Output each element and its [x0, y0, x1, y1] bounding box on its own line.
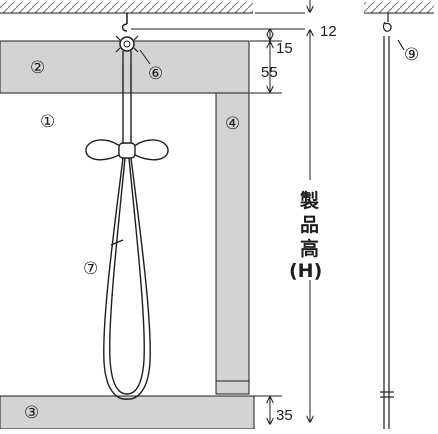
dimension-15: 15: [276, 40, 293, 57]
right-panel: [215, 92, 250, 395]
side-ceiling-hatch: [364, 2, 434, 14]
part-label-4: ④: [225, 114, 240, 134]
side-view: [380, 13, 405, 429]
dimension-55: 55: [261, 64, 278, 81]
part-label-3: ③: [24, 403, 39, 423]
height-label-char-1: 製: [299, 190, 319, 212]
height-label-char-2: 品: [300, 214, 319, 236]
hanging-fitting: [115, 13, 151, 65]
part-label-2: ②: [30, 58, 45, 78]
dimension-35: 35: [276, 407, 293, 424]
height-label-char-3: 高: [300, 237, 319, 260]
bottom-panel: [0, 395, 255, 430]
ceiling-hatch: [0, 2, 253, 14]
cord: [85, 63, 169, 400]
part-label-7: ⑦: [83, 259, 98, 279]
part-label-1: ①: [40, 112, 55, 132]
dimension-12: 12: [320, 23, 337, 40]
height-label-h: (H): [289, 260, 322, 282]
part-label-6: ⑥: [148, 64, 163, 84]
dimension-lines: [131, 0, 310, 424]
part-label-9: ⑨: [404, 45, 419, 65]
